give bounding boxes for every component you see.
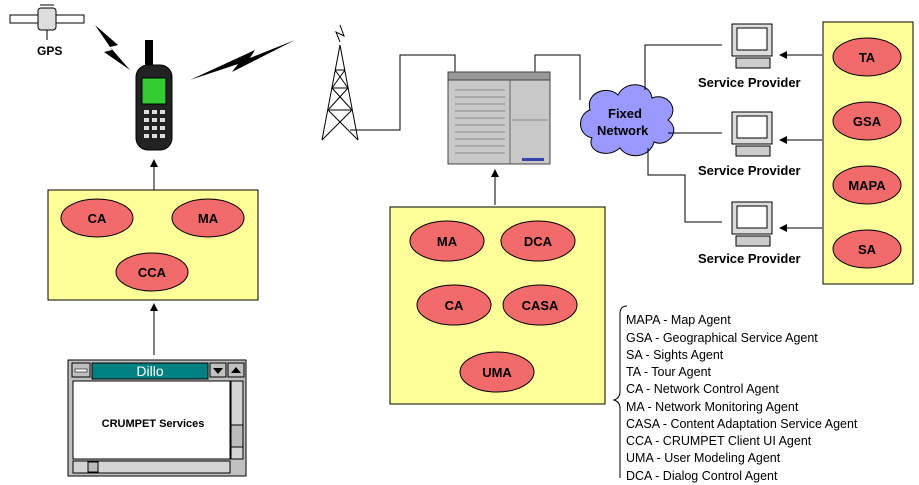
legend-item: CASA - Content Adaptation Service Agent <box>626 417 858 431</box>
computer-icon-3 <box>731 201 773 247</box>
legend-item: TA - Tour Agent <box>626 365 712 379</box>
legend-item: SA - Sights Agent <box>626 348 724 362</box>
legend-item: CA - Network Control Agent <box>626 382 779 396</box>
satellite-icon <box>9 4 85 40</box>
agent-sa <box>832 229 902 269</box>
agent-dca <box>500 220 576 262</box>
agent-casa-label: CASA <box>522 298 559 313</box>
legend-item: UMA - User Modeling Agent <box>626 451 781 465</box>
browser-content: CRUMPET Services <box>102 418 205 430</box>
agent-mapa-label: MAPA <box>848 178 886 193</box>
agent-ma-mobile <box>171 198 245 238</box>
network-label-1: Fixed <box>608 106 642 121</box>
dillo-browser-window <box>67 359 247 477</box>
legend-item: DCA - Dialog Control Agent <box>626 469 778 483</box>
server-network-link <box>534 54 581 100</box>
agent-sa-label: SA <box>858 242 877 257</box>
agent-dca-label: DCA <box>524 234 553 249</box>
agent-casa <box>502 284 578 326</box>
agent-mapa <box>832 165 902 205</box>
provider-label-3: Service Provider <box>698 251 801 266</box>
browser-title: Dillo <box>136 363 163 379</box>
signal-bolt-2 <box>190 40 295 80</box>
tower-server-link <box>350 54 456 131</box>
provider-label-1: Service Provider <box>698 75 801 90</box>
agent-gsa <box>832 101 902 141</box>
agent-ca-mobile-label: CA <box>88 211 107 226</box>
network-provider3-link <box>647 148 722 223</box>
gps-label: GPS <box>37 44 62 58</box>
agent-ta <box>832 37 902 77</box>
fixed-network-cloud <box>580 84 675 157</box>
mobile-phone-icon <box>135 40 173 151</box>
agent-ca-mobile <box>60 198 134 238</box>
legend-item: GSA - Geographical Service Agent <box>626 331 818 345</box>
agent-cca <box>115 252 189 292</box>
computer-icon-1 <box>731 23 773 69</box>
agent-gsa-label: GSA <box>853 114 882 129</box>
server-icon <box>447 71 551 165</box>
signal-bolt-1 <box>95 25 130 70</box>
agent-ca-server-label: CA <box>445 298 464 313</box>
legend-item: MA - Network Monitoring Agent <box>626 400 799 414</box>
agent-ma-server-label: MA <box>437 234 458 249</box>
network-provider1-link <box>644 44 722 90</box>
legend-item: CCA - CRUMPET Client UI Agent <box>626 434 812 448</box>
computer-icon-2 <box>731 111 773 157</box>
agent-uma <box>459 351 535 393</box>
agent-uma-label: UMA <box>482 365 512 380</box>
network-label-2: Network <box>597 123 649 138</box>
agent-ta-label: TA <box>859 50 876 65</box>
legend-brace <box>612 305 628 478</box>
agent-ma-mobile-label: MA <box>198 211 219 226</box>
agent-ma-server <box>409 220 485 262</box>
legend-item: MAPA - Map Agent <box>626 313 731 327</box>
agent-cca-label: CCA <box>138 265 167 280</box>
agent-ca-server <box>416 284 492 326</box>
antenna-tower-icon <box>321 24 359 141</box>
legend: MAPA - Map Agent GSA - Geographical Serv… <box>626 313 858 483</box>
provider-label-2: Service Provider <box>698 163 801 178</box>
